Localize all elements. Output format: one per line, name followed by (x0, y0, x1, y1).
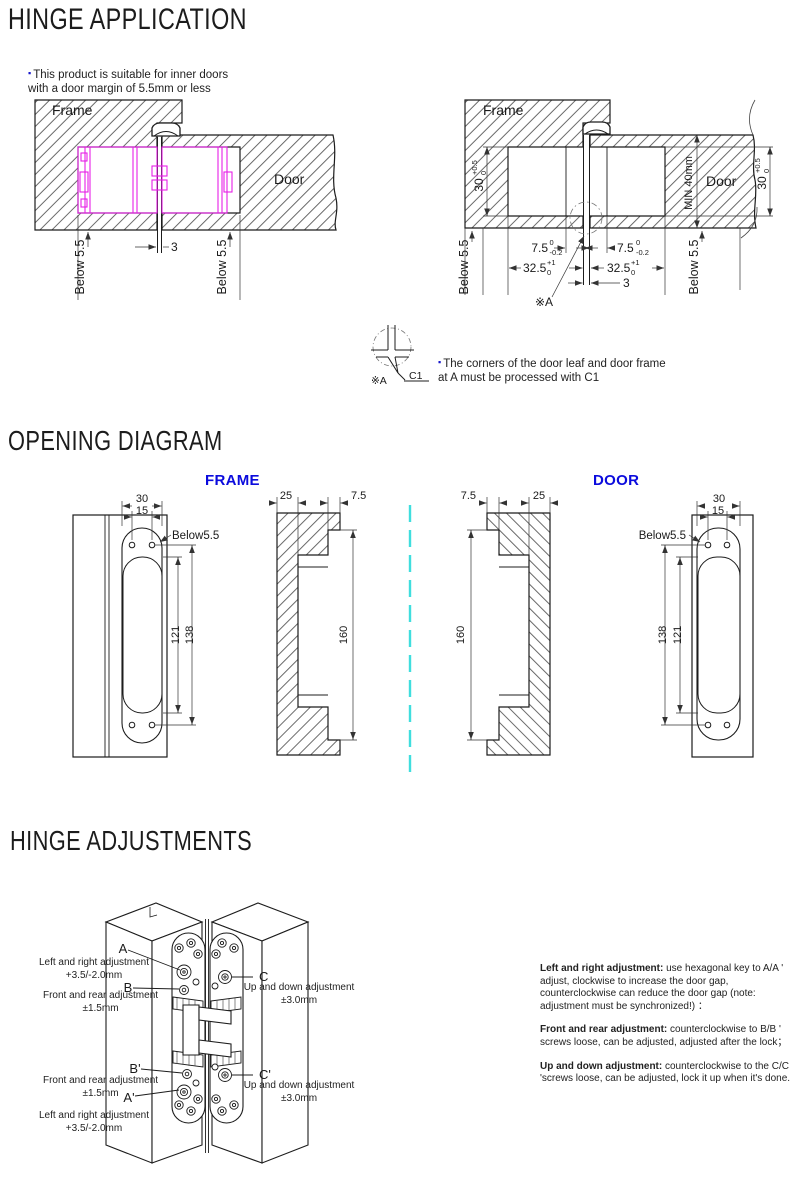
d325-right: 32.5 (607, 261, 631, 275)
application-note: ▪This product is suitable for inner door… (28, 66, 228, 96)
label-ud-top: Up and down adjustment ±3.0mm (243, 982, 355, 1006)
note-bullet: ▪ (28, 68, 32, 78)
below55-leader: Below5.5 (172, 530, 219, 542)
instruction-front-rear: Front and rear adjustment: counterclockw… (540, 1024, 788, 1048)
dim-160: 160 (338, 626, 350, 644)
detail-note: ▪The corners of the door leaf and door f… (438, 355, 666, 385)
frame-section-view: 25 7.5 160 (269, 490, 366, 756)
pocket30-right-sup: +0.5 (753, 158, 762, 173)
hinge-3d-diagram: A B C B' A' C' (104, 902, 310, 1164)
detail-note-line2: at A must be processed with C1 (438, 372, 600, 384)
dim-30: 30 (713, 493, 725, 505)
door-plate-view: 30 15 Below5.5 138 121 (639, 493, 754, 758)
door-heading: DOOR (593, 472, 640, 489)
callout-c: C (259, 969, 268, 984)
gap-dim: 3 (623, 276, 630, 290)
dim-15: 15 (712, 505, 724, 517)
pocket30-right-sub: 0 (762, 169, 771, 173)
svg-text:-0.2: -0.2 (550, 248, 563, 257)
section-title-opening-diagram: OPENING DIAGRAM (8, 425, 223, 456)
dim-138: 138 (184, 626, 196, 644)
adjustment-instructions: Left and right adjustment: use hexagonal… (540, 963, 794, 1097)
below55-left: Below 5.5 (73, 240, 87, 295)
dim-160: 160 (455, 626, 467, 644)
door-section-view: 7.5 25 160 (455, 490, 558, 756)
detail-note-line1: The corners of the door leaf and door fr… (443, 358, 666, 370)
label-lr-top: Left and right adjustment +3.5/-2.0mm (38, 957, 150, 981)
svg-text:0: 0 (547, 268, 551, 277)
svg-text:+1: +1 (547, 258, 556, 267)
below55-right: Below 5.5 (687, 240, 701, 295)
callout-c-prime: C' (259, 1067, 271, 1082)
callout-b: B (124, 980, 133, 995)
section-title-hinge-application: HINGE APPLICATION (8, 3, 247, 36)
svg-text:0: 0 (550, 238, 554, 247)
below55-left: Below 5.5 (457, 240, 471, 295)
callout-a-prime: A' (123, 1090, 134, 1105)
hinge-application-right-diagram: Frame Door 30 +0.5 (457, 99, 773, 309)
door-label: Door (274, 171, 305, 187)
dim-30: 30 (136, 493, 148, 505)
pocket30-left-sup: +0.5 (470, 160, 479, 175)
label-fr-top: Front and rear adjustment ±1.5mm (42, 990, 159, 1014)
ref-a-label: ※A (371, 375, 387, 387)
note-bullet: ▪ (438, 357, 442, 367)
instruction-left-right: Left and right adjustment: use hexagonal… (540, 963, 784, 1012)
dim-121: 121 (170, 626, 182, 644)
svg-text:0: 0 (636, 238, 640, 247)
d325-left: 32.5 (523, 261, 547, 275)
hinge-center-body (182, 1004, 232, 1058)
opening-diagram-drawings: 30 15 Below5.5 121 138 25 7.5 160 (72, 490, 754, 775)
hinge-application-left-diagram: Frame Door Below 5.5 Below 5.5 3 (34, 99, 338, 300)
right-post-front (261, 921, 309, 1164)
dim-121: 121 (672, 626, 684, 644)
label-fr-bottom: Front and rear adjustment ±1.5mm (42, 1075, 159, 1099)
frame-section (34, 99, 183, 231)
svg-text:0: 0 (631, 268, 635, 277)
adjustment-screws (174, 938, 239, 1116)
section-title-hinge-adjustments: HINGE ADJUSTMENTS (10, 825, 253, 856)
svg-text:+1: +1 (631, 258, 640, 267)
label-lr-bottom: Left and right adjustment +3.5/-2.0mm (38, 1110, 150, 1134)
gap-dim: 3 (171, 240, 178, 254)
hinge-body (77, 146, 233, 214)
pocket30-left-sub: 0 (479, 171, 488, 175)
instruction-up-down: Up and down adjustment: counterclockwise… (540, 1060, 791, 1085)
callout-b-prime: B' (129, 1061, 140, 1076)
corner-detail-drawing: ※A C1 (371, 325, 429, 387)
dim-25: 25 (280, 490, 292, 502)
dim-75: 7.5 (461, 490, 476, 502)
dim-138: 138 (657, 626, 669, 644)
d75-left: 7.5 (531, 241, 548, 255)
note-line1: This product is suitable for inner doors (33, 69, 229, 81)
pocket30-left: 30 (472, 178, 486, 192)
door-label: Door (706, 173, 737, 189)
callout-a: A (119, 941, 128, 956)
below55-leader: Below5.5 (639, 530, 686, 542)
pocket30-right: 30 (755, 176, 769, 190)
d75-right: 7.5 (617, 241, 634, 255)
below55-right: Below 5.5 (215, 240, 229, 295)
door-section (161, 134, 338, 231)
frame-label: Frame (483, 102, 524, 118)
min-door-thickness: MIN 40mm (683, 156, 695, 210)
frame-heading: FRAME (205, 472, 260, 489)
ref-a-label: ※A (535, 295, 553, 309)
dim-25: 25 (533, 490, 545, 502)
chamfer-label: C1 (409, 370, 423, 382)
frame-plate-view: 30 15 Below5.5 121 138 (72, 493, 219, 758)
frame-label: Frame (52, 102, 93, 118)
label-ud-bottom: Up and down adjustment ±3.0mm (243, 1080, 355, 1104)
note-line2: with a door margin of 5.5mm or less (28, 83, 211, 95)
dim-15: 15 (136, 505, 148, 517)
svg-text:-0.2: -0.2 (636, 248, 649, 257)
dim-75: 7.5 (351, 490, 366, 502)
